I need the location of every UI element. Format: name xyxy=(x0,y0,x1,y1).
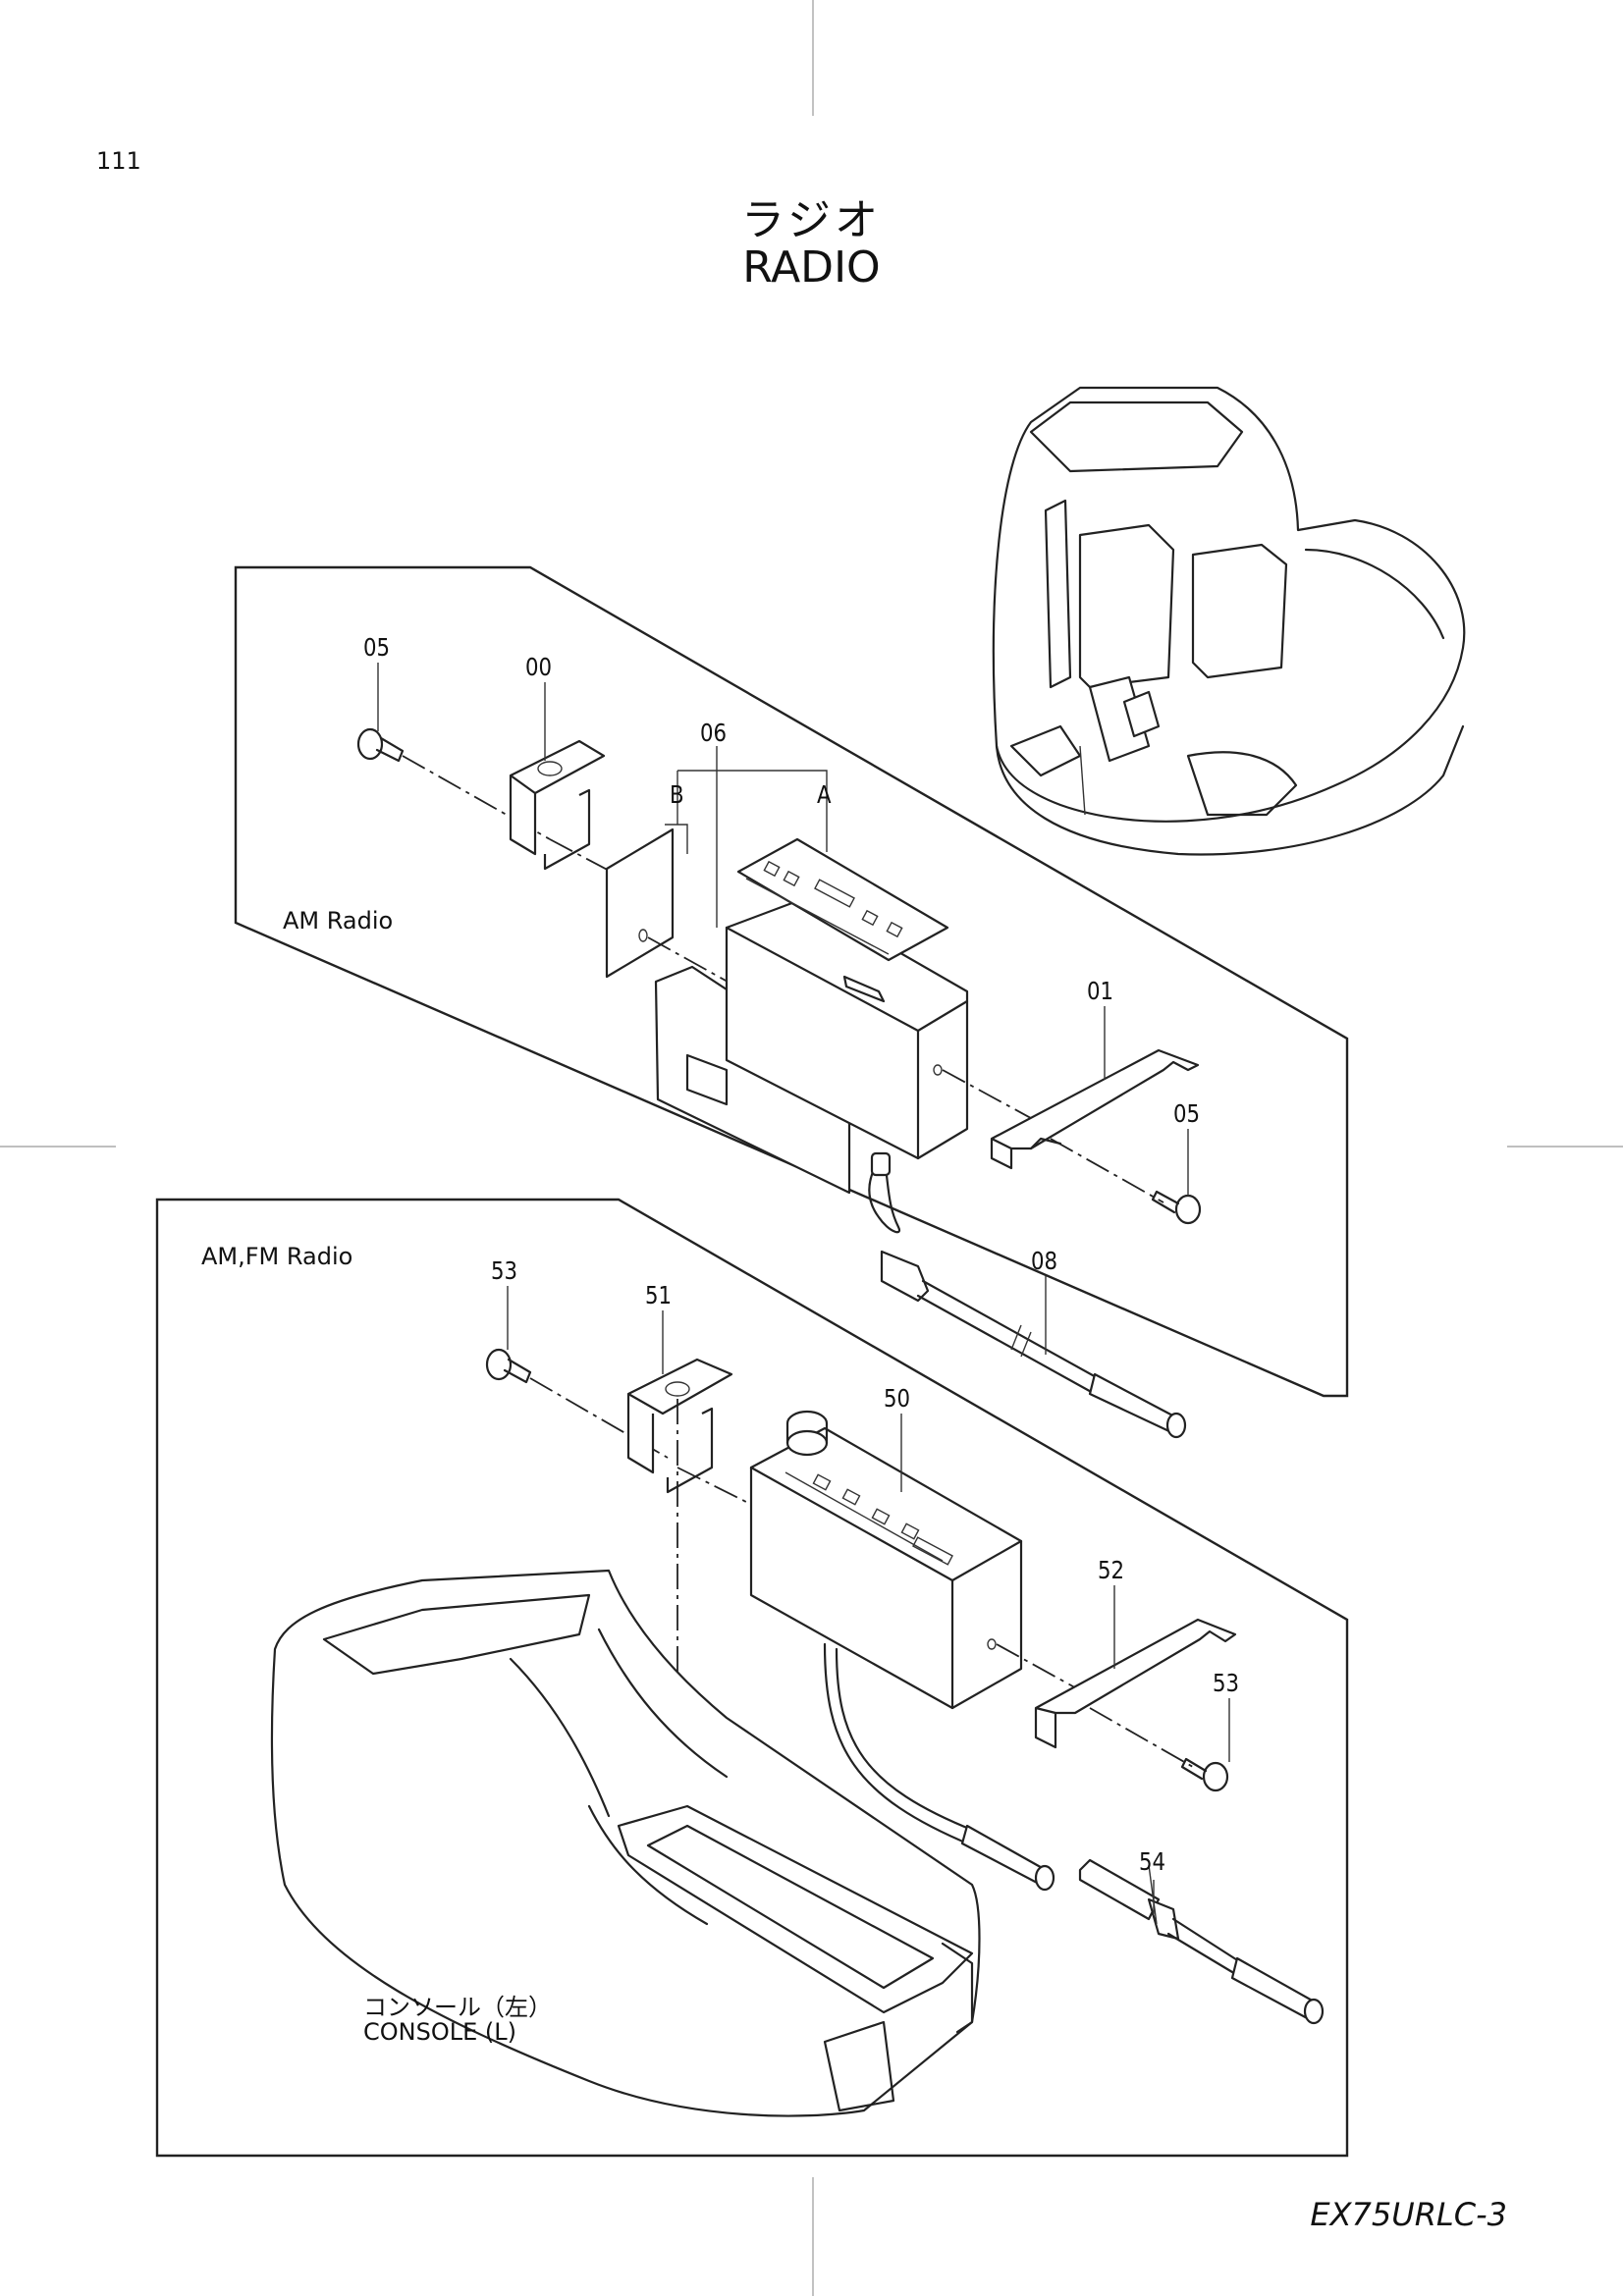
bracket-52 xyxy=(1034,1618,1237,1749)
bracket-01 xyxy=(990,1048,1200,1170)
amfm-radio-label: AM,FM Radio xyxy=(201,1243,353,1270)
am-radio-unit xyxy=(725,837,969,1160)
callout-05-upper: 05 xyxy=(363,633,391,662)
bolt-53-upper xyxy=(485,1348,532,1384)
callout-53-lower: 53 xyxy=(1213,1669,1240,1697)
console-left xyxy=(270,1569,981,2117)
callout-08: 08 xyxy=(1031,1247,1058,1275)
title-japanese: ラジオ xyxy=(740,195,883,245)
callout-b: B xyxy=(670,780,684,809)
antenna-extension-54 xyxy=(1078,1858,1325,2025)
page-number: 111 xyxy=(96,147,141,175)
am-radio-label: AM Radio xyxy=(283,907,394,934)
panel-b xyxy=(605,828,675,979)
model-number: EX75URLC-3 xyxy=(1310,2196,1507,2233)
bolt-53-lower xyxy=(1180,1757,1229,1792)
amfm-radio-frame xyxy=(155,1198,1349,2158)
bracket-00 xyxy=(509,739,606,871)
amfm-radio-unit xyxy=(749,1410,1023,1710)
bolt-05-upper xyxy=(356,727,405,763)
callout-54: 54 xyxy=(1139,1847,1166,1876)
am-radio-frame xyxy=(234,565,1349,1398)
leader-lines xyxy=(377,663,1230,1914)
callout-06: 06 xyxy=(700,719,728,747)
label-sheet xyxy=(654,965,851,1195)
console-label-japanese: コンソール（左） xyxy=(363,1994,552,2021)
title-english: RADIO xyxy=(742,242,881,293)
callout-00: 00 xyxy=(525,653,553,681)
callout-01: 01 xyxy=(1087,977,1114,1005)
am-radio-parts xyxy=(356,727,1202,1439)
console-label-english: CONSOLE (L) xyxy=(363,2018,516,2046)
callout-05-lower: 05 xyxy=(1173,1099,1201,1128)
antenna-cable-08 xyxy=(868,1151,1187,1439)
excavator-cab-illustration xyxy=(992,386,1466,856)
bracket-51 xyxy=(626,1358,733,1494)
callout-53-upper: 53 xyxy=(491,1256,518,1285)
callout-52: 52 xyxy=(1098,1556,1125,1584)
callout-a: A xyxy=(817,780,832,809)
callout-51: 51 xyxy=(645,1281,673,1309)
bolt-05-lower xyxy=(1151,1190,1202,1225)
callout-50: 50 xyxy=(884,1384,911,1413)
amfm-radio-parts xyxy=(270,1348,1325,2117)
